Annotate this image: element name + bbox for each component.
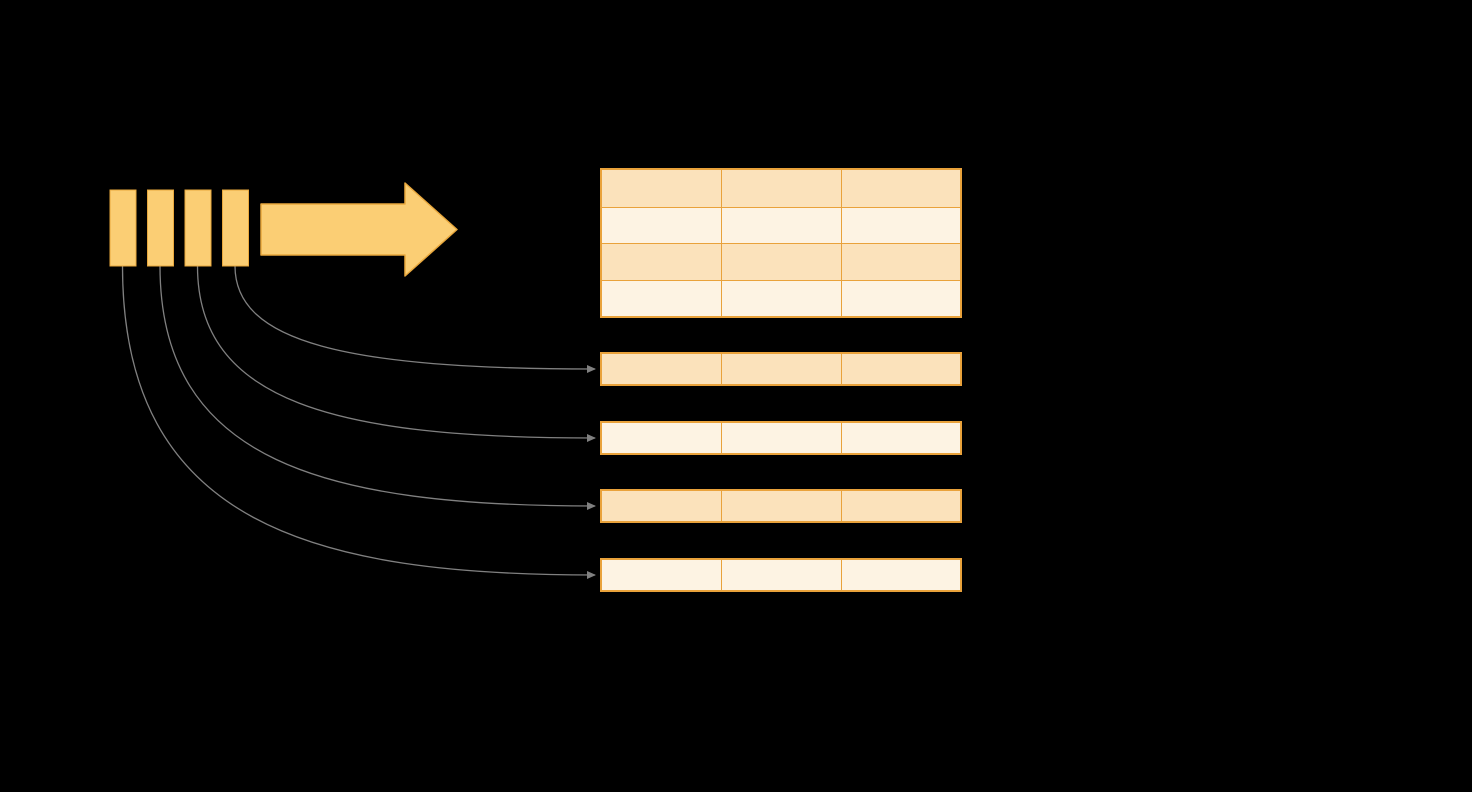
main-table-cell <box>721 243 841 280</box>
connector-arrow-4 <box>121 265 596 579</box>
main-table-cell <box>721 279 841 316</box>
flow-arrow <box>260 182 458 277</box>
row-table-cell <box>721 423 841 453</box>
stripe-1 <box>109 189 137 267</box>
row-table-cell <box>721 560 841 590</box>
connector-arrow-2 <box>196 265 596 442</box>
row-table-cell <box>840 354 960 384</box>
row-table-1 <box>600 352 962 386</box>
main-table-cell <box>840 170 960 207</box>
stripe-4 <box>222 189 249 267</box>
row-table-cell <box>840 423 960 453</box>
main-table-cell <box>721 206 841 243</box>
row-table-cell <box>602 491 722 521</box>
main-table <box>600 168 962 318</box>
row-table-cell <box>602 423 722 453</box>
row-table-cell <box>602 560 722 590</box>
row-table-cell <box>721 491 841 521</box>
stripe-3 <box>184 189 212 267</box>
main-table-cell <box>602 206 722 243</box>
connector-arrow-3 <box>159 265 596 510</box>
stripe-2 <box>147 189 174 267</box>
row-table-4 <box>600 558 962 592</box>
main-table-cell <box>602 170 722 207</box>
main-table-cell <box>840 206 960 243</box>
row-table-cell <box>840 560 960 590</box>
main-table-cell <box>840 243 960 280</box>
row-table-cell <box>840 491 960 521</box>
row-table-3 <box>600 489 962 523</box>
main-table-cell <box>721 170 841 207</box>
row-table-cell <box>721 354 841 384</box>
row-table-2 <box>600 421 962 455</box>
row-table-cell <box>602 354 722 384</box>
main-table-cell <box>602 279 722 316</box>
main-table-cell <box>602 243 722 280</box>
main-table-cell <box>840 279 960 316</box>
connector-arrow-1 <box>234 265 596 373</box>
